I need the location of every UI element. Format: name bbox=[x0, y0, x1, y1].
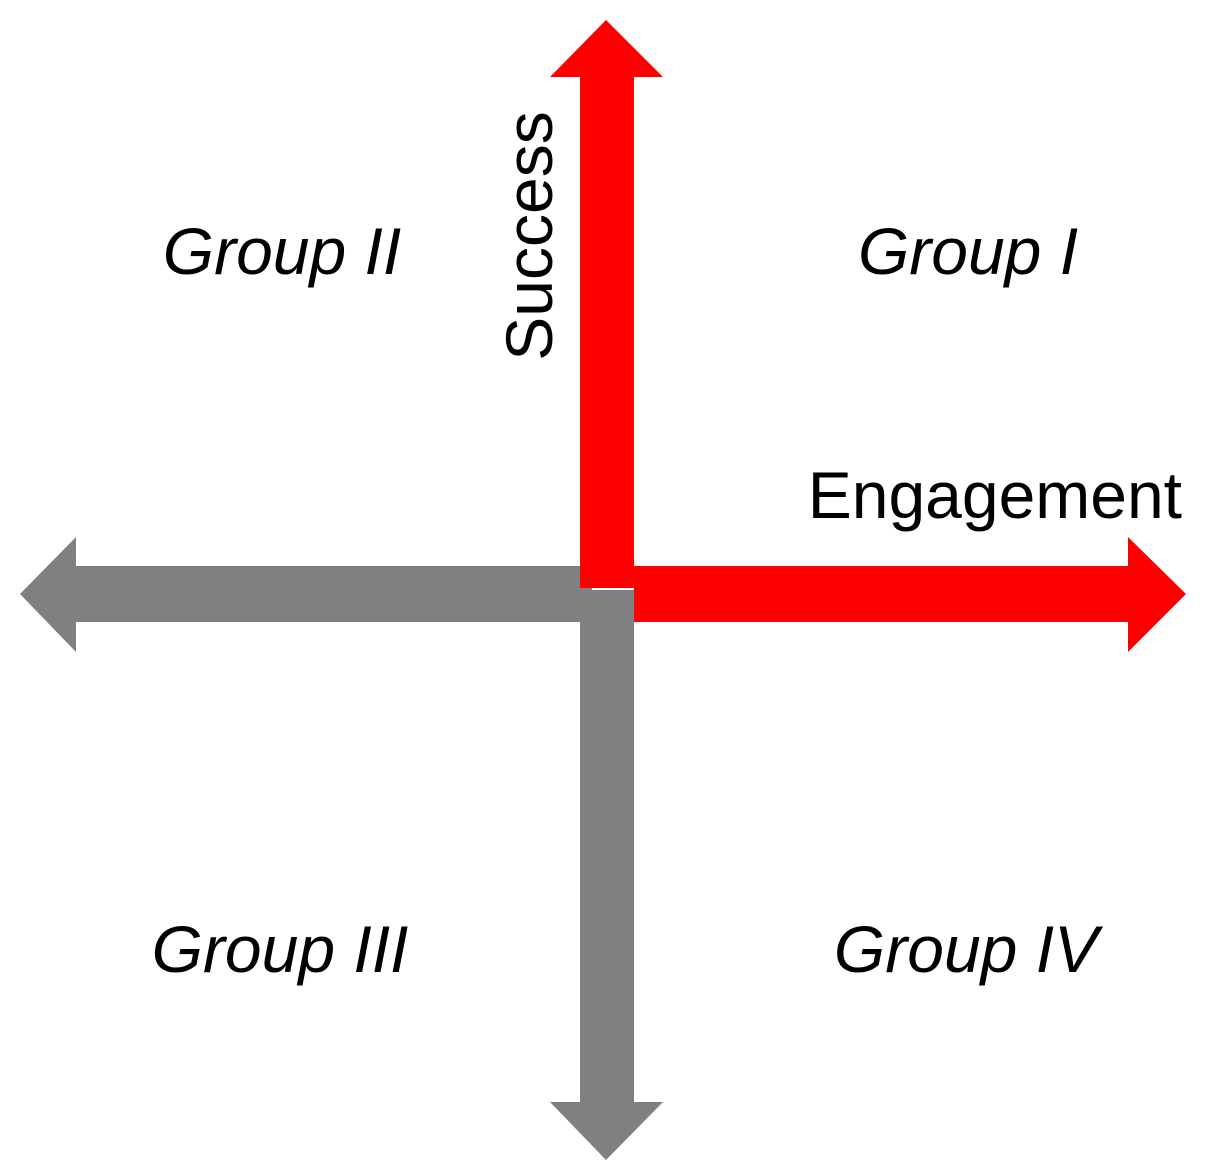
negative-success-arrow bbox=[550, 590, 663, 1160]
group-iii-label: Group III bbox=[152, 912, 409, 986]
positive-engagement-arrow bbox=[590, 537, 1186, 652]
positive-success-arrow bbox=[550, 20, 663, 588]
group-iv-label: Group IV bbox=[834, 912, 1104, 986]
success-axis-label: Success bbox=[492, 111, 566, 360]
group-ii-label: Group II bbox=[163, 214, 401, 288]
group-i-label: Group I bbox=[858, 214, 1078, 288]
negative-engagement-arrow bbox=[20, 537, 592, 652]
engagement-axis-label: Engagement bbox=[808, 458, 1182, 532]
